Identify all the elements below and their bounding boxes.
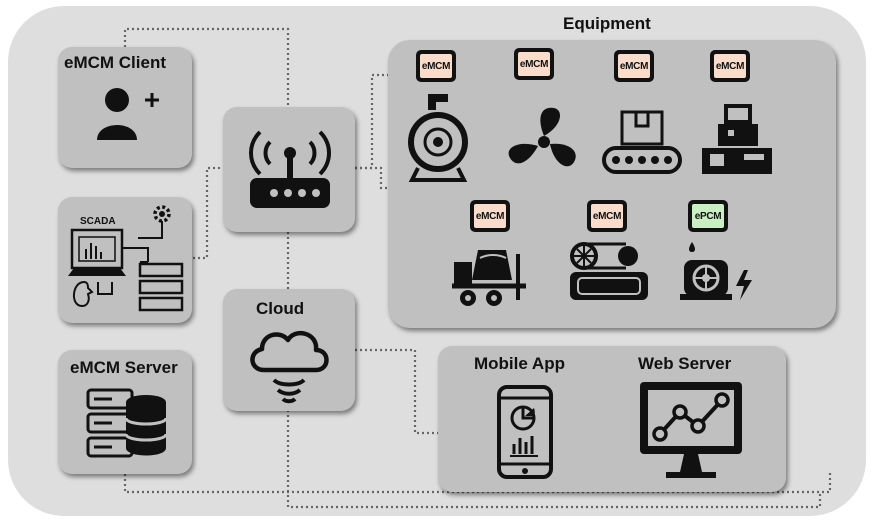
emcm-server-panel <box>58 350 192 474</box>
concrete-mixer-icon <box>452 250 526 306</box>
electric-motor-icon <box>680 242 752 300</box>
scada-label: SCADA <box>80 216 116 227</box>
emcm-sensor-chip-3: eMCM <box>614 50 654 82</box>
link-server-bottom <box>123 470 832 494</box>
conveyor-icon <box>602 110 682 174</box>
emcm-sensor-chip-1: eMCM <box>416 50 456 82</box>
wifi-router-icon <box>249 130 331 208</box>
emcm-server-title: eMCM Server <box>70 358 178 377</box>
scada-icon: SCADA <box>68 205 184 312</box>
link-scada-router <box>193 166 223 260</box>
database-server-icon <box>86 388 168 458</box>
equipment-title: Equipment <box>563 14 651 33</box>
scada-panel <box>58 197 192 323</box>
air-compressor-icon <box>570 242 648 300</box>
pump-icon <box>408 94 468 182</box>
user-add-icon <box>97 88 159 140</box>
mobile-app-title: Mobile App <box>474 354 565 373</box>
epcm-sensor-chip: ePCM <box>688 200 728 232</box>
link-client-router <box>123 27 290 108</box>
emcm-sensor-chip-6: eMCM <box>587 200 627 232</box>
emcm-client-title: eMCM Client <box>64 53 166 72</box>
link-router-equipment <box>355 73 388 170</box>
mobile-phone-icon <box>497 385 553 479</box>
emcm-sensor-chip-4: eMCM <box>710 50 750 82</box>
link-cloud-bottom <box>286 410 822 509</box>
emcm-sensor-chip-2: eMCM <box>514 48 554 80</box>
link-router-equipment-2 <box>355 166 388 190</box>
cloud-icon <box>250 330 329 404</box>
cloud-panel <box>223 289 355 411</box>
web-server-title: Web Server <box>638 354 732 373</box>
industrial-machine-icon <box>702 104 772 174</box>
monitor-chart-icon <box>640 382 742 478</box>
cloud-title: Cloud <box>256 299 305 318</box>
emcm-sensor-chip-5: eMCM <box>470 200 510 232</box>
fan-icon <box>508 107 576 167</box>
